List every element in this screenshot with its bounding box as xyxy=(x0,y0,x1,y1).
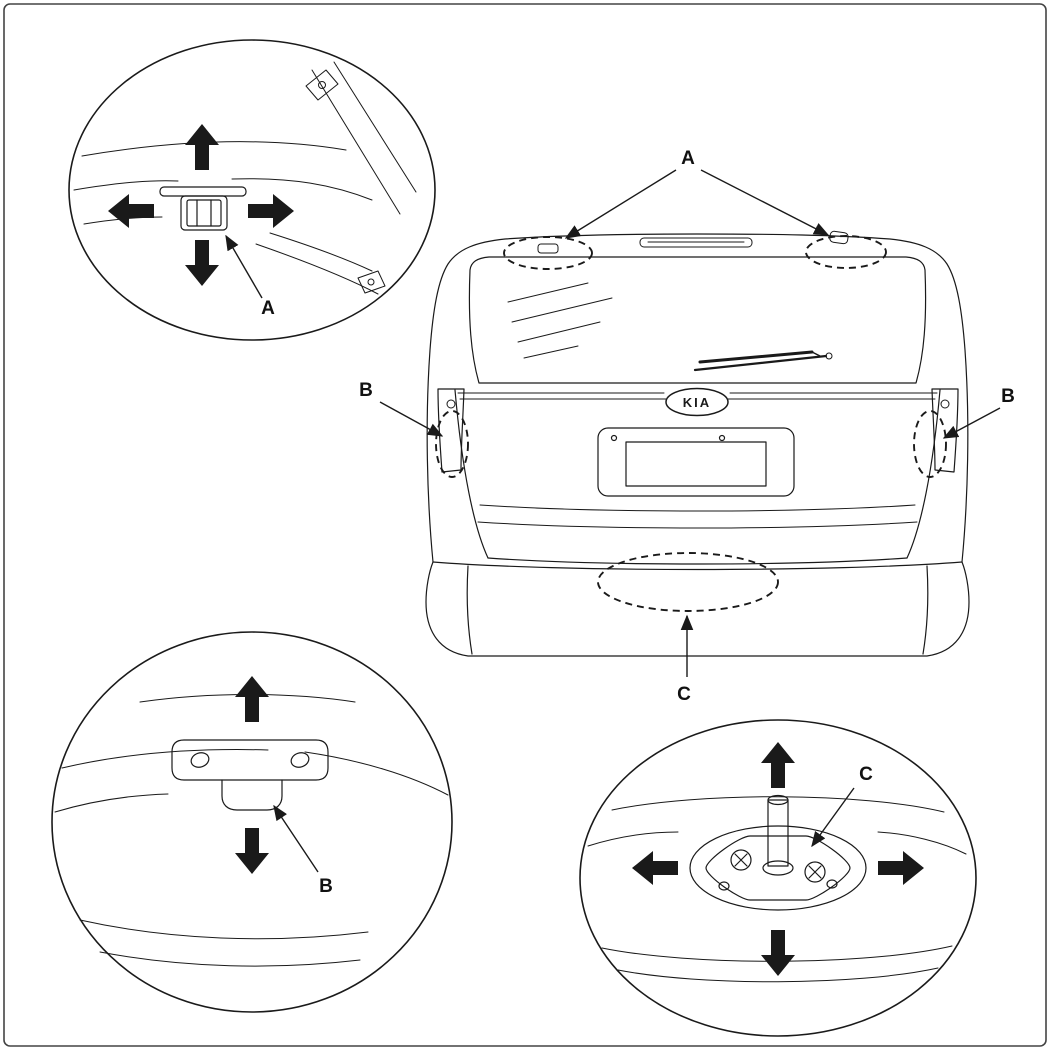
rear-wiper xyxy=(693,350,833,372)
arrow-down-icon xyxy=(761,930,795,976)
adjust-zone-c-bottom xyxy=(597,552,779,612)
detail-callout-c: C xyxy=(579,719,977,1037)
body-lines-b xyxy=(54,694,449,967)
arrow-up-icon xyxy=(185,124,219,170)
arrow-up-icon xyxy=(761,742,795,788)
guide-bracket-part xyxy=(171,739,329,811)
arrow-right-icon xyxy=(248,194,294,228)
adjust-zone-b-right xyxy=(913,410,947,478)
leader-b-left xyxy=(379,401,444,437)
arrow-down-icon xyxy=(185,240,219,286)
striker-part xyxy=(689,794,867,911)
label-a-detail: A xyxy=(261,298,275,319)
leader-a-right xyxy=(700,169,830,236)
label-c-detail: C xyxy=(859,764,873,785)
leader-b-right xyxy=(942,407,1001,439)
label-b-detail: B xyxy=(319,876,333,897)
adjust-zone-a-left xyxy=(503,236,593,270)
arrow-right-icon xyxy=(878,851,924,885)
leader-a-detail xyxy=(225,234,263,299)
overslam-bumper-part xyxy=(159,186,247,231)
label-b-right: B xyxy=(1001,386,1015,407)
arrow-up-icon xyxy=(235,676,269,722)
leader-b-detail xyxy=(273,804,319,873)
body-lines-a xyxy=(73,61,417,295)
car-body-outline xyxy=(425,230,970,657)
license-plate-recess xyxy=(597,427,795,497)
label-c-main: C xyxy=(677,684,691,705)
callout-circle-a xyxy=(68,39,436,341)
kia-badge: KIA xyxy=(665,387,729,417)
detail-callout-b: B xyxy=(51,631,453,1013)
detail-callout-a: A xyxy=(68,39,436,341)
callout-circle-b xyxy=(51,631,453,1013)
arrow-left-icon xyxy=(108,194,154,228)
arrow-down-icon xyxy=(235,828,269,874)
kia-badge-text: KIA xyxy=(683,395,711,410)
label-a-main: A xyxy=(681,148,695,169)
leader-a-left xyxy=(564,169,677,239)
adjust-zone-a-right xyxy=(805,235,887,269)
car-rear-view: KIA A B B C xyxy=(359,148,1015,705)
leader-c-detail xyxy=(811,787,855,848)
label-b-left: B xyxy=(359,380,373,401)
callout-circle-c xyxy=(579,719,977,1037)
page-border xyxy=(3,3,1047,1047)
arrow-left-icon xyxy=(632,851,678,885)
adjust-zone-b-left xyxy=(435,410,469,478)
